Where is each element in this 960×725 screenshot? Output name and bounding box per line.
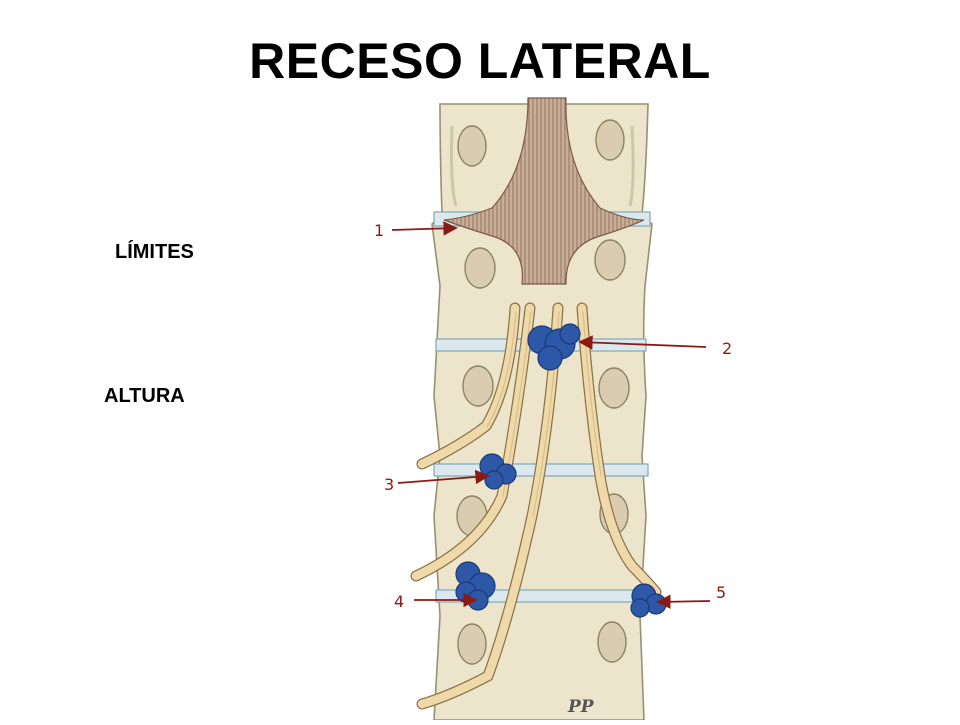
label-limites: LÍMITES xyxy=(115,241,194,263)
page-title: RECESO LATERAL xyxy=(249,33,711,89)
artist-signature: PP xyxy=(567,697,595,717)
marker-1: 1 xyxy=(374,221,384,240)
marker-numbers: 1 2 3 4 5 xyxy=(374,221,732,611)
marker-4: 4 xyxy=(394,592,404,611)
nerve-roots xyxy=(410,302,662,710)
marker-5: 5 xyxy=(716,583,726,602)
dural-sac xyxy=(443,97,645,285)
marker-3: 3 xyxy=(384,475,394,494)
spine-illustration: 1 2 3 4 5 PP xyxy=(360,96,760,725)
label-altura: ALTURA xyxy=(104,385,185,407)
marker-2: 2 xyxy=(722,339,732,358)
pointer-arrows xyxy=(391,221,711,609)
disc-herniations xyxy=(455,323,667,618)
